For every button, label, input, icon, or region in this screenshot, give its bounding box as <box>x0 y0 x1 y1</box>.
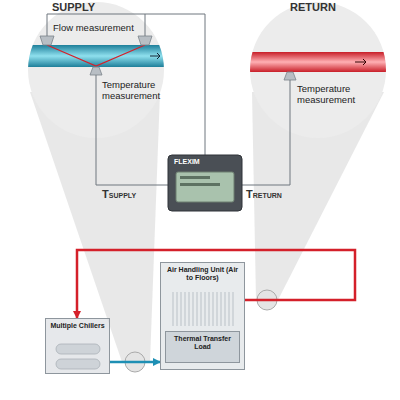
node-text: FLEXIM <box>174 158 236 166</box>
chiller-box: Multiple Chillers <box>45 318 110 374</box>
node-text: Thermal Transfer Load <box>169 335 236 352</box>
return-pipe <box>240 52 400 72</box>
node-text: Air Handling Unit (Air to Floors) <box>165 266 240 283</box>
section-title: RETURN <box>290 1 360 14</box>
temperature-sensor <box>90 67 102 75</box>
signal-name: TRETURN <box>246 188 290 201</box>
supply-pipe <box>20 45 180 67</box>
flow-sensor <box>40 36 152 45</box>
node-text: Multiple Chillers <box>49 322 106 330</box>
flow-meter-box: FLEXIM <box>168 155 242 211</box>
section-title: SUPPLY <box>52 1 122 14</box>
load-box: Thermal Transfer Load <box>165 331 240 363</box>
pipe-connector <box>110 361 160 364</box>
air-handling-unit: Air Handling Unit (Air to Floors) Thermal… <box>160 262 245 370</box>
measurement-label: Temperature measurement <box>297 84 367 106</box>
signal-name: TSUPPLY <box>102 188 152 201</box>
measurement-label: Temperature measurement <box>102 80 164 102</box>
measurement-label: Flow measurement <box>53 23 141 34</box>
flow-meter <box>168 155 242 211</box>
temperature-sensor <box>284 72 296 80</box>
